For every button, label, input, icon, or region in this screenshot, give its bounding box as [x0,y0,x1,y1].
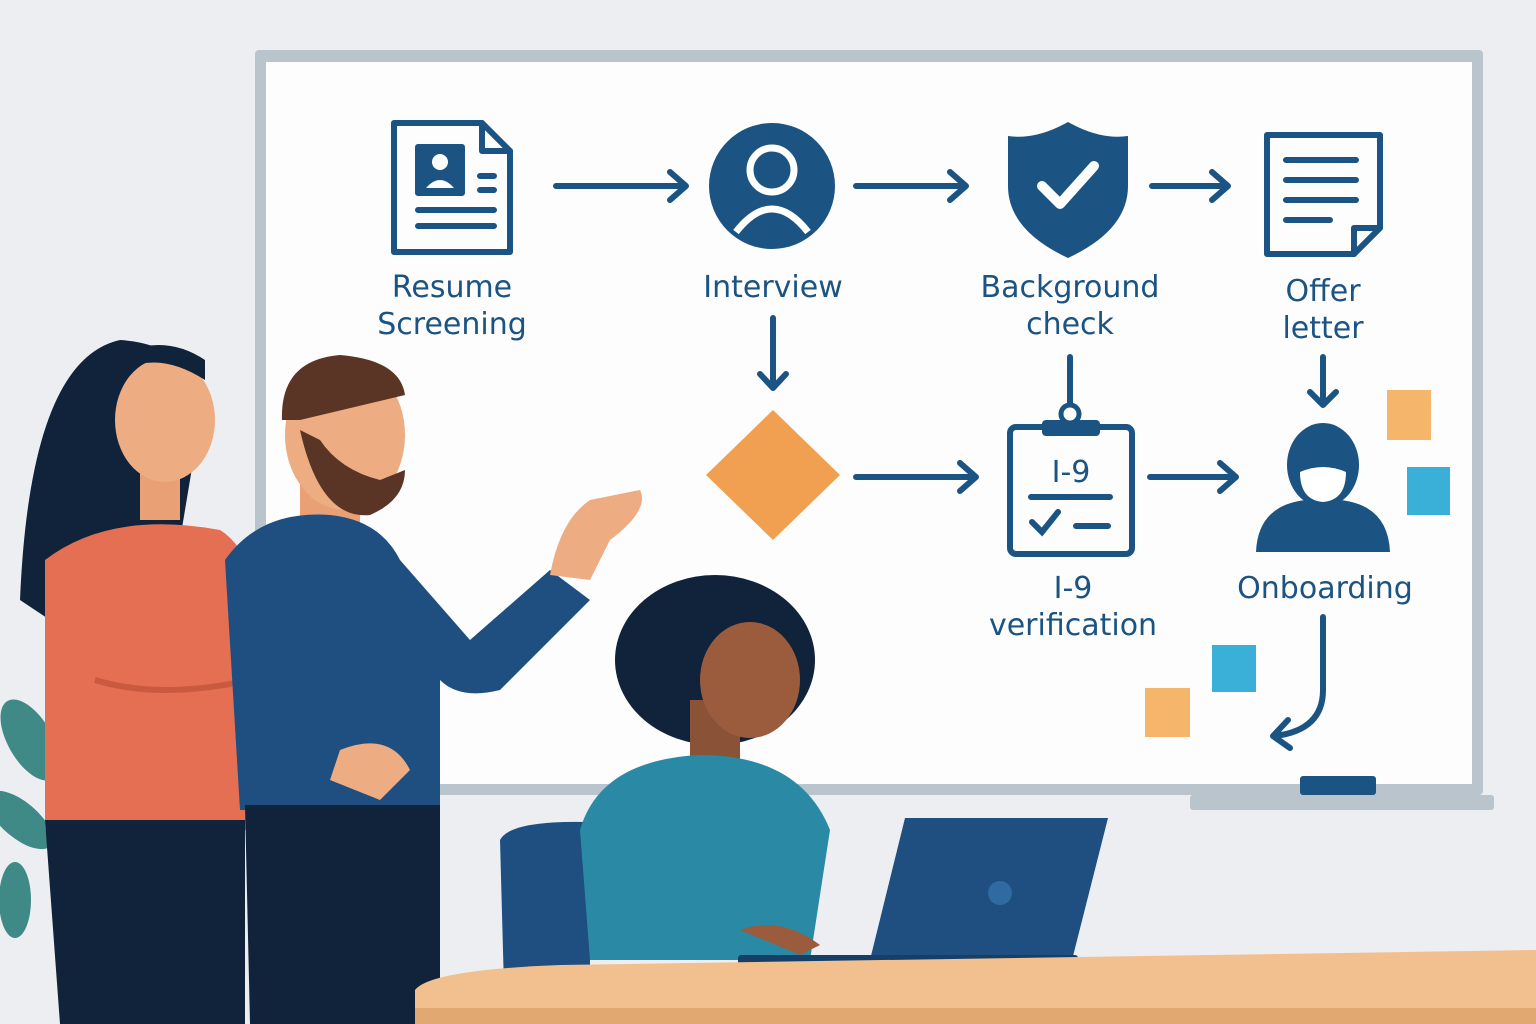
step-label: letter [1282,311,1364,346]
step-label: Onboarding [1237,571,1413,606]
person-circle-icon [709,123,835,249]
sticky-note [1387,390,1431,440]
step-label: verification [989,608,1157,643]
flow-arrows [553,169,1339,751]
step-label: Interview [703,270,843,305]
sticky-note [1145,688,1190,737]
step-label: Resume [392,270,512,305]
sticky-note [1407,467,1450,515]
clipboard-icon: I-9 [1007,402,1135,557]
arrow-right-icon [853,460,979,494]
arrow-down-icon [1307,354,1339,408]
shield-check-icon [1008,122,1128,258]
letter-document-icon [1264,132,1383,257]
seated-woman [580,575,830,960]
step-label: check [1026,307,1114,342]
decision-diamond-icon [706,410,840,540]
person-icon [1256,423,1390,552]
arrow-down-icon [757,315,789,391]
marker[interactable] [1300,776,1376,795]
step-label: Screening [377,307,527,342]
arrow-right-icon [853,169,969,203]
step-label: Background [981,270,1160,305]
clipboard-text: I-9 [1052,455,1091,490]
laptop-logo-icon [988,881,1012,905]
marker-tray [1190,795,1494,810]
arrow-right-icon [1147,460,1239,494]
sticky-note [1212,645,1256,692]
desk [415,950,1536,1024]
resume-document-icon [391,120,513,255]
step-label: I-9 [1054,571,1093,606]
plant [0,699,60,938]
arrow-right-icon [553,169,689,203]
presenting-man [225,355,642,1024]
curved-arrow-icon [1270,614,1326,751]
step-label: Offer [1285,274,1361,309]
arrow-right-icon [1149,169,1231,203]
standing-woman [20,340,280,1024]
desk-edge [415,1008,1536,1024]
